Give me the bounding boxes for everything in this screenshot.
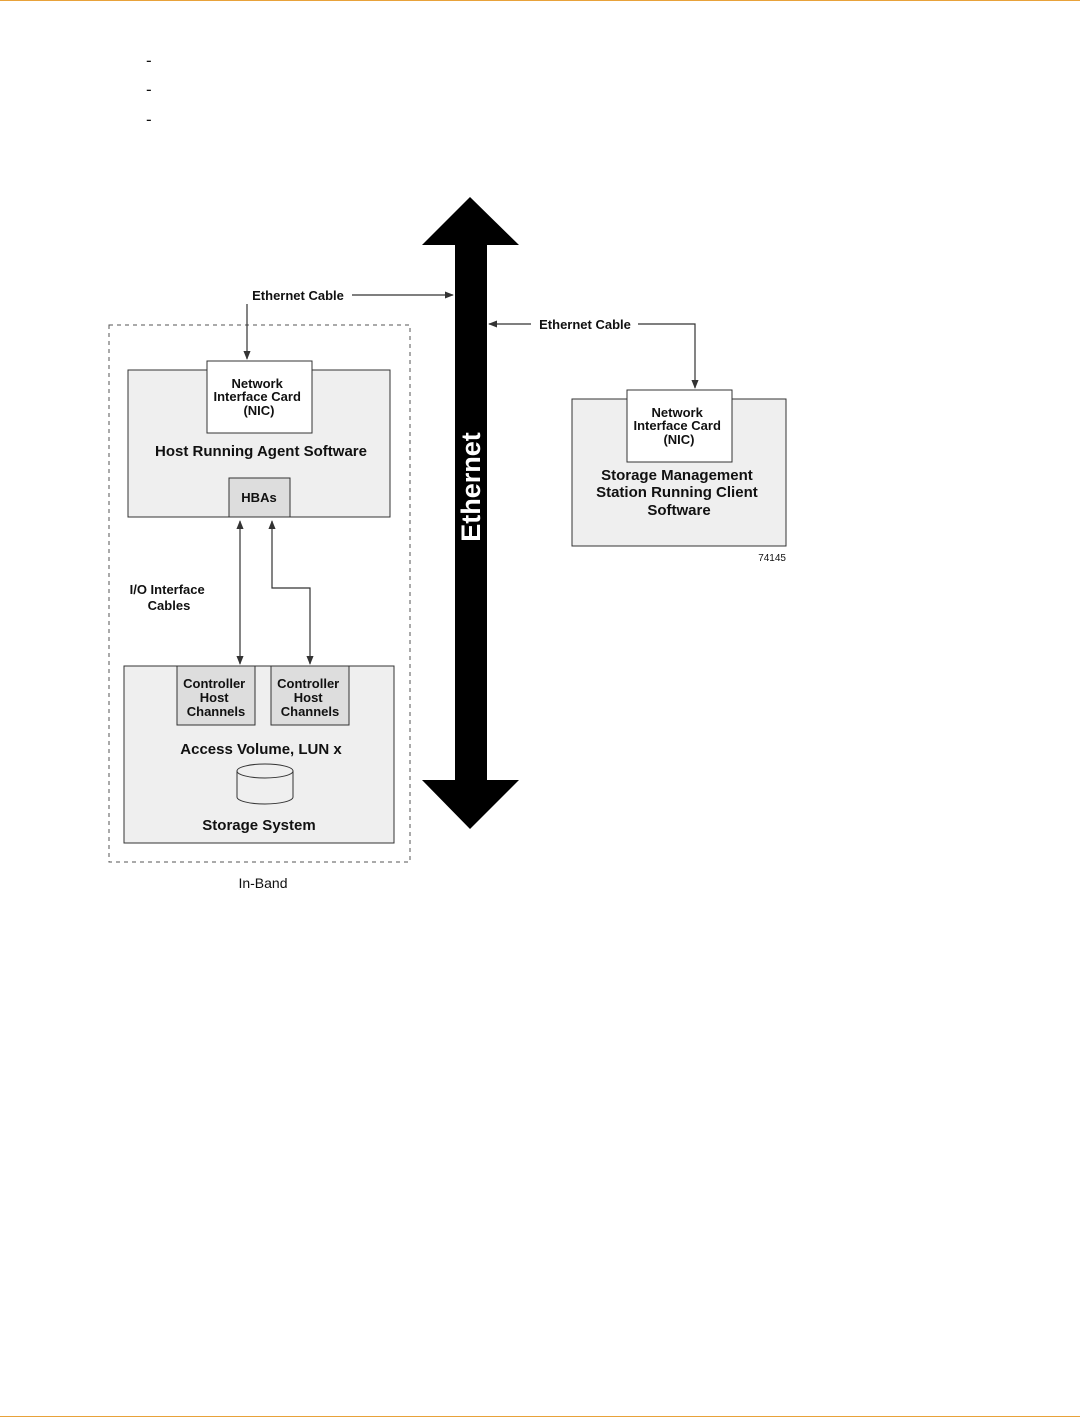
host-nic-label: Network Interface Card (NIC) [213, 376, 304, 418]
bullet-dash: - [146, 51, 152, 70]
hbas-box [228, 477, 291, 518]
storage-system-title: Storage System [202, 817, 315, 834]
host-title: Host Running Agent Software [155, 443, 367, 460]
ethernet-label: Ethernet [456, 432, 486, 542]
host-nic-box [206, 360, 313, 434]
bullet-dash: - [146, 110, 152, 129]
controller-host-channels-2-label: Controller Host Channels [277, 676, 343, 719]
in-band-region [108, 324, 411, 863]
ethernet-cable-right-to-nic [638, 323, 699, 389]
controller-host-channels-2 [270, 665, 350, 726]
bullet-dash: - [146, 80, 152, 99]
io-cable-2 [268, 520, 314, 665]
ethernet-cable-left-label: Ethernet Cable [252, 288, 344, 303]
station-nic-label: Network Interface Card (NIC) [633, 405, 724, 447]
ethernet-cable-right-label: Ethernet Cable [539, 317, 631, 332]
controller-host-channels-1-label: Controller Host Channels [183, 676, 249, 719]
ethernet-backbone-arrow [422, 197, 519, 829]
controller-host-channels-1 [176, 665, 256, 726]
access-volume-label: Access Volume, LUN x [180, 741, 342, 758]
top-accent-rule [0, 0, 1080, 1]
station-nic-box [626, 389, 733, 463]
hbas-label: HBAs [241, 490, 276, 505]
in-band-caption: In-Band [238, 875, 287, 891]
io-cables-label: I/O Interface Cables [130, 582, 209, 613]
station-title: Storage Management Station Running Clien… [596, 467, 762, 519]
figure-id: 74145 [758, 553, 786, 564]
database-cylinder-icon [236, 763, 294, 805]
bottom-accent-rule [0, 1416, 1080, 1417]
